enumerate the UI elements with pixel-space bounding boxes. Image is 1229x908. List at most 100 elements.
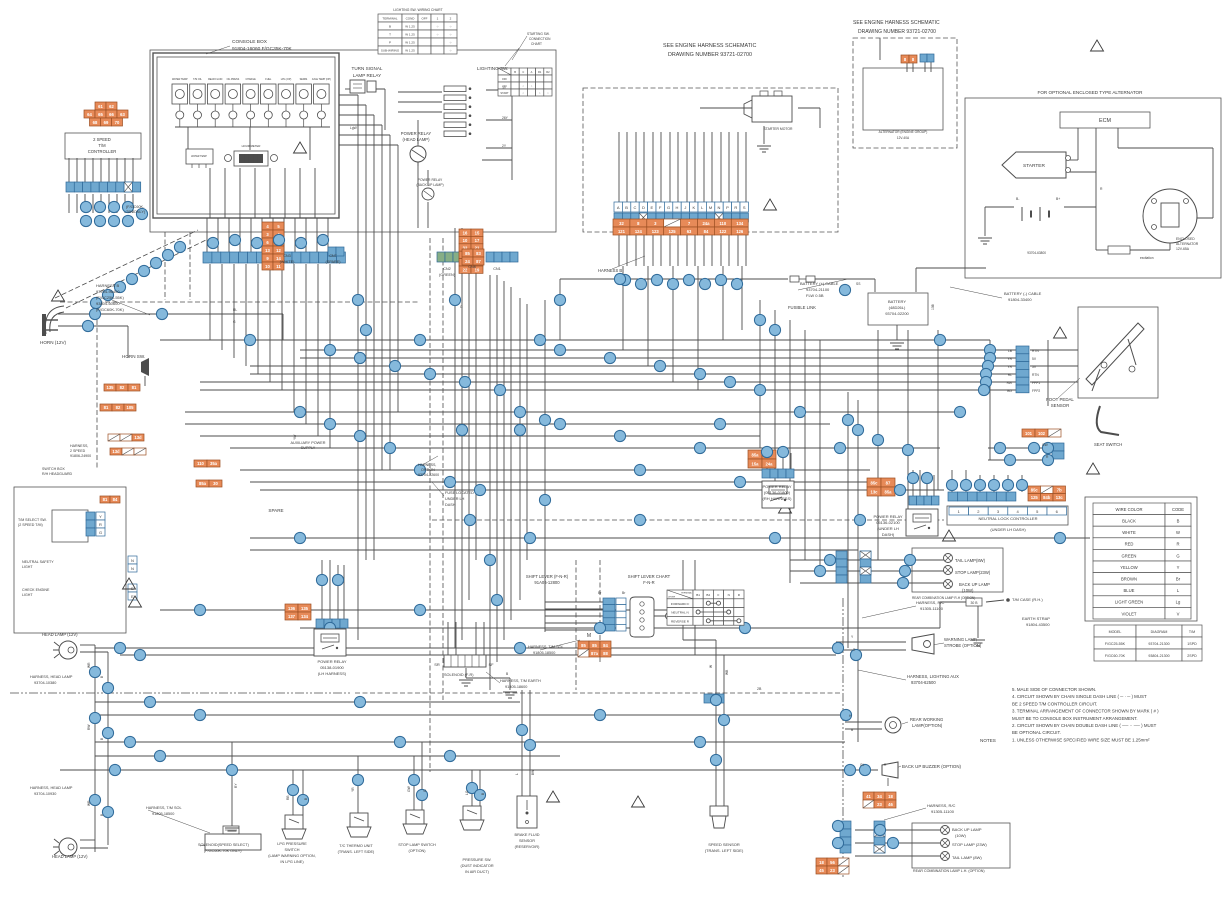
console-indicator-icon	[192, 89, 203, 99]
component-label: WARNING LAMP,	[944, 637, 977, 642]
connector-cell	[1015, 361, 1030, 370]
starting-sw-chart-text: R1	[538, 70, 542, 74]
cell-label: S	[743, 205, 746, 210]
component-label: LAMP RELAY	[353, 73, 381, 78]
component-label: (TRANS. LEFT SIDE)	[338, 850, 375, 854]
wire-code-label: B	[304, 797, 308, 800]
component-label: EARTH STRAP	[1022, 616, 1050, 621]
component-label: WATER TEMP	[191, 155, 207, 158]
component-label: SEAT SWITCH	[1094, 442, 1122, 447]
connector-cell	[238, 251, 248, 264]
leader-line	[539, 639, 581, 651]
shift-lever-chart-mark	[716, 600, 721, 606]
connector-pin-number: 102	[1038, 431, 1046, 436]
cell-label: 2	[977, 509, 980, 514]
connector-pin-number: 84	[113, 497, 118, 502]
component-label: CN1	[493, 267, 501, 271]
starting-sw-chart-text: ○	[523, 85, 525, 88]
note-line: BE OPTIONAL CIRCUIT.	[1012, 730, 1061, 735]
connector-node	[920, 471, 934, 485]
connector-node	[903, 553, 917, 567]
leader-line	[611, 255, 646, 270]
lighting-sw-chart-cell	[430, 37, 445, 47]
wire-code-label: R	[853, 648, 856, 652]
starting-sw-chart-text: START	[500, 91, 509, 95]
model-table-text: F/GC60-70K	[1105, 654, 1126, 658]
connector-node	[243, 333, 257, 347]
connector-pin-number: 68	[93, 120, 98, 125]
connector-pin-number: 18	[888, 794, 893, 799]
wire-code-label: 2Y	[502, 144, 507, 148]
console-indicator-cell	[260, 83, 277, 105]
connector-cell	[300, 251, 311, 264]
connector-node	[415, 788, 429, 802]
component-label: SOLENOID (F-R)	[444, 673, 474, 677]
component-box	[149, 49, 557, 233]
component-box	[156, 56, 336, 215]
component-label: (DUST INDICATOR	[460, 864, 493, 868]
connector-node	[101, 726, 115, 740]
connector-node	[593, 708, 607, 722]
component-label: B+	[1056, 197, 1060, 201]
warning-triangle	[127, 595, 143, 608]
connector-node	[113, 280, 127, 294]
connector-node	[634, 277, 648, 291]
component-label: (UNDER LH DASH)	[990, 527, 1026, 532]
connector-node	[383, 441, 397, 455]
wire-color-table-text: B	[1177, 518, 1180, 523]
component-label: 12V-65A	[1176, 247, 1190, 251]
connector-cell	[339, 618, 349, 629]
connector-pin-number: 17	[475, 238, 480, 243]
wire-color-table-text: YELLOW	[1120, 565, 1138, 570]
connector-pin	[730, 226, 749, 236]
cell-label: 1	[958, 509, 961, 514]
connector-cell	[996, 491, 1007, 502]
connector-pin-number: 24a	[702, 221, 710, 226]
connector-node	[906, 471, 920, 485]
connector-node	[843, 763, 857, 777]
relay-body-icon	[313, 628, 347, 657]
hatch-line	[859, 550, 872, 560]
connector-pin-number: 56	[830, 860, 835, 865]
connector-node	[353, 429, 367, 443]
component-label: 91804-33400	[1008, 297, 1032, 302]
connector-pin-number: 13c	[871, 490, 879, 495]
hatch-line	[873, 844, 886, 854]
console-indicator-cell	[206, 83, 224, 105]
connector-pin-number: 136	[288, 606, 296, 611]
lamp-bulb-icon	[941, 852, 949, 860]
connector-pin-number: 84	[704, 229, 709, 234]
component-label: excitation	[1140, 256, 1154, 260]
component-label: (10W)	[962, 588, 974, 593]
connector-node	[193, 603, 207, 617]
wire-code-label: B	[100, 737, 104, 740]
connector-node	[873, 823, 887, 837]
note-line: 1. UNLESS OTHERWISE SPECIFIED WIRE SIZE …	[1012, 737, 1150, 742]
connector-cell	[615, 597, 627, 605]
connector-pin-number: 13d	[112, 449, 120, 454]
console-indicator-cell	[242, 83, 259, 105]
component-label: (GREEN)	[439, 273, 456, 277]
pedal-icon	[1128, 365, 1136, 373]
component-label: CONNECTION	[529, 37, 551, 41]
speed-sensor-icon	[709, 805, 729, 817]
lighting-sw-chart-text: TERMINAL	[382, 16, 398, 20]
connector-node	[121, 200, 135, 214]
connector-pin-number: 110	[719, 221, 726, 226]
connector-node	[225, 763, 239, 777]
model-table-text: 93704-21300	[1148, 642, 1169, 646]
component-label: BACK UP LAMP	[952, 827, 982, 832]
connector-node	[768, 531, 782, 545]
connector-pin-number: 105	[127, 405, 135, 410]
connector-cell	[1015, 353, 1030, 362]
notes-label: NOTES	[980, 738, 996, 743]
leader-line	[883, 807, 927, 821]
connector-cell	[444, 251, 454, 263]
wire-color-table-text: CODE	[1172, 507, 1184, 512]
cell-label: C	[634, 205, 637, 210]
wire-code-label: B	[851, 728, 854, 732]
wire-code-label: RY	[234, 783, 238, 788]
wire-code-label: LB	[1008, 349, 1013, 353]
console-indicator-cell	[313, 83, 330, 105]
component-label: CN3	[283, 254, 291, 258]
